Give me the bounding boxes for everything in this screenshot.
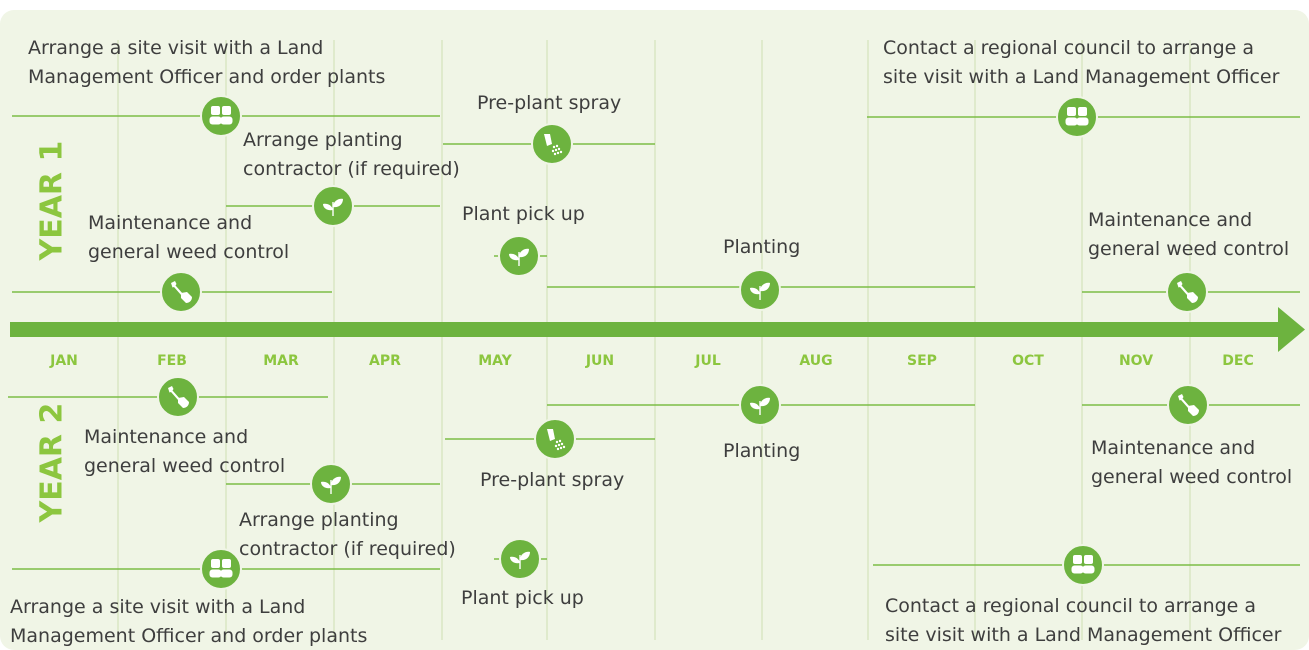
seedling-icon	[499, 538, 541, 580]
label-line: Maintenance and	[84, 426, 249, 448]
seedling-icon	[312, 185, 354, 227]
label-line: Contact a regional council to arrange a	[883, 37, 1255, 59]
label-line: general weed control	[88, 241, 290, 263]
label-line: site visit with a Land Management Office…	[883, 66, 1280, 88]
label-line: Maintenance and	[1088, 209, 1253, 231]
label-line: general weed control	[84, 455, 286, 477]
label-line: general weed control	[1091, 466, 1293, 488]
month-label: JAN	[50, 353, 78, 369]
y1-contact-council-label: Contact a regional council to arrange a …	[883, 34, 1279, 92]
label-line: site visit with a Land Management Office…	[885, 624, 1282, 646]
month-label: MAY	[478, 353, 512, 369]
label-line: contractor (if required)	[243, 158, 460, 180]
y1-plant-pick-up-label: Plant pick up	[462, 203, 585, 225]
spray-icon	[534, 418, 576, 460]
spade-icon	[160, 271, 202, 313]
seedling-icon	[739, 269, 781, 311]
y2-maintenance-left-label: Maintenance and general weed control	[84, 423, 285, 481]
month-label: AUG	[799, 353, 833, 369]
y1-planting-contractor-label: Arrange planting contractor (if required…	[243, 126, 460, 184]
spade-icon	[157, 376, 199, 418]
y1-site-visit-label: Arrange a site visit with a Land Managem…	[28, 34, 385, 92]
y2-plant-pick-up-label: Plant pick up	[461, 587, 584, 609]
timeline-arrow	[10, 307, 1305, 352]
seedling-icon	[310, 463, 352, 505]
label-line: Arrange planting	[239, 509, 399, 531]
people-icon	[1056, 96, 1098, 138]
y2-maintenance-right-label: Maintenance and general weed control	[1091, 434, 1292, 492]
label-line: Management Officer and order plants	[10, 625, 368, 647]
month-label: OCT	[1012, 353, 1044, 369]
label-line: Arrange planting	[243, 129, 403, 151]
month-label: APR	[369, 353, 401, 369]
label-line: general weed control	[1088, 238, 1290, 260]
seedling-icon	[498, 235, 540, 277]
spade-icon	[1167, 384, 1209, 426]
y2-pre-plant-spray-label: Pre-plant spray	[480, 469, 625, 491]
month-label: JUL	[695, 353, 721, 369]
label-line: Maintenance and	[1091, 437, 1256, 459]
month-label: DEC	[1222, 353, 1254, 369]
y2-planting-label: Planting	[723, 440, 801, 462]
month-label: NOV	[1118, 353, 1154, 369]
label-line: Arrange a site visit with a Land	[28, 37, 324, 59]
label-line: Arrange a site visit with a Land	[10, 596, 306, 618]
month-label: SEP	[907, 353, 937, 369]
y1-pre-plant-spray-label: Pre-plant spray	[477, 92, 622, 114]
month-label: MAR	[263, 353, 299, 369]
people-icon	[200, 548, 242, 590]
label-line: Management Officer and order plants	[28, 66, 386, 88]
spade-icon	[1166, 271, 1208, 313]
timeline-arrowhead	[1278, 307, 1305, 352]
people-icon	[1062, 544, 1104, 586]
label-line: contractor (if required)	[239, 538, 456, 560]
timeline-bar	[10, 322, 1280, 337]
month-label: JUN	[585, 353, 615, 369]
seedling-icon	[739, 384, 781, 426]
year-1-label: YEAR 1	[34, 140, 70, 261]
spray-icon	[531, 123, 573, 165]
y1-maintenance-right-label: Maintenance and general weed control	[1088, 206, 1289, 264]
month-label: FEB	[157, 353, 187, 369]
y2-planting-contractor-label: Arrange planting contractor (if required…	[239, 506, 456, 564]
y2-site-visit-label: Arrange a site visit with a Land Managem…	[10, 593, 367, 650]
year-2-label: YEAR 2	[34, 402, 70, 523]
people-icon	[200, 95, 242, 137]
y2-contact-council-label: Contact a regional council to arrange a …	[885, 592, 1281, 650]
y1-planting-label: Planting	[723, 236, 801, 258]
label-line: Maintenance and	[88, 212, 253, 234]
label-line: Contact a regional council to arrange a	[885, 595, 1257, 617]
y1-maintenance-left-label: Maintenance and general weed control	[88, 209, 289, 267]
